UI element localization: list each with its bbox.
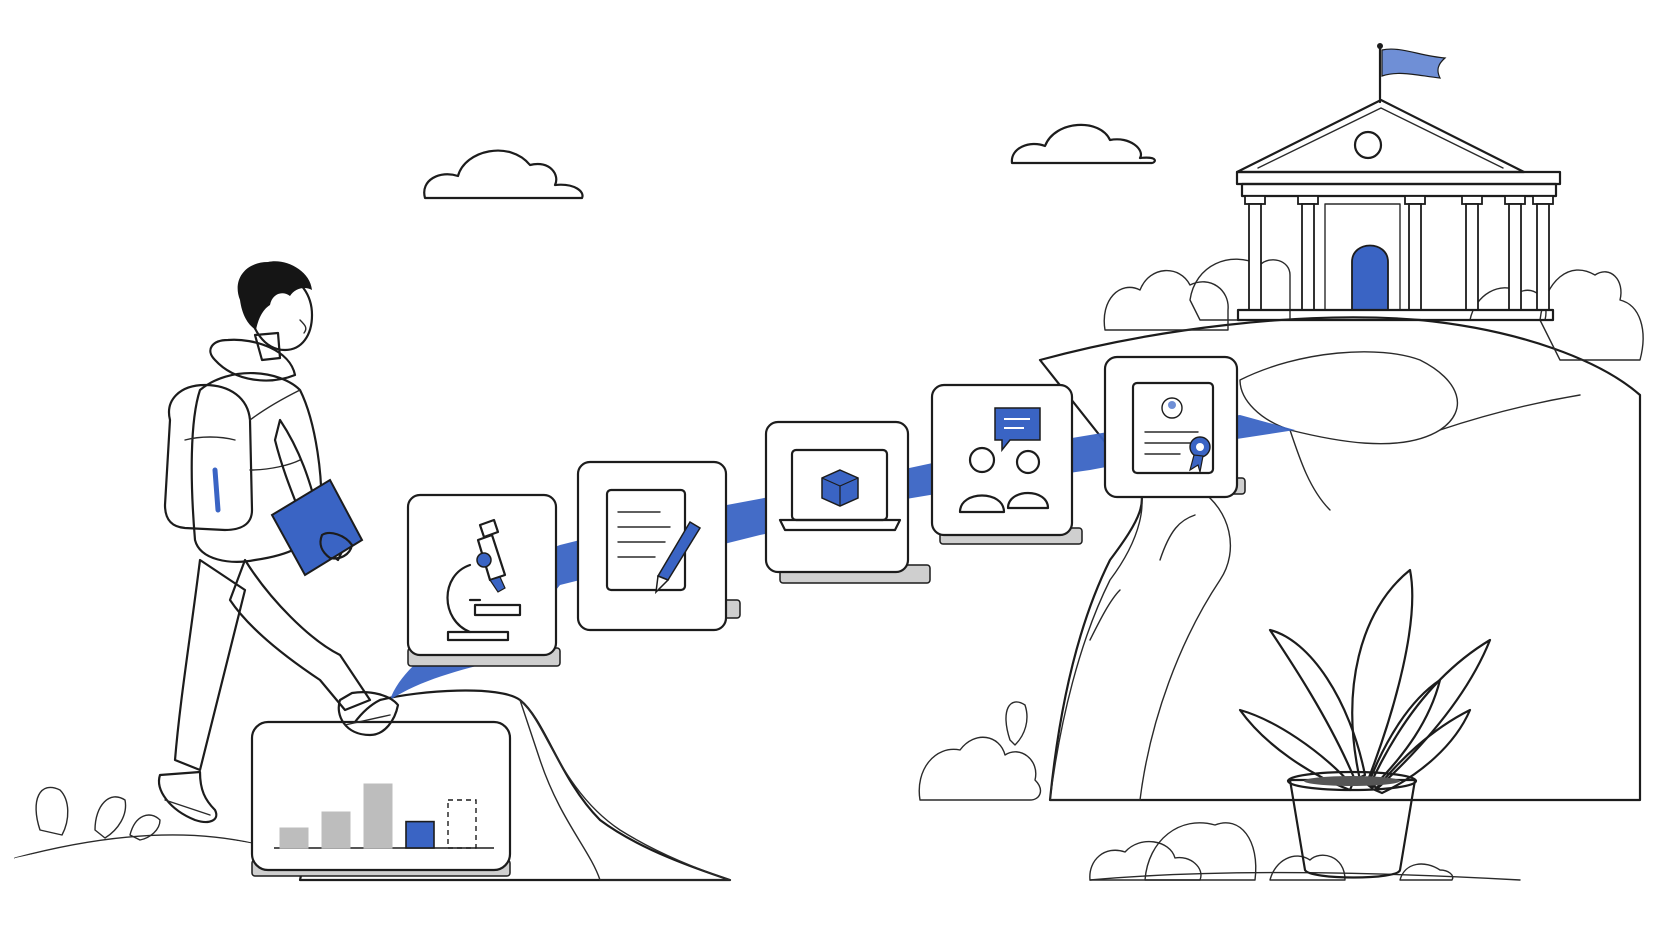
ground-left [14,786,261,880]
bar-chart-bar [447,799,477,849]
bar-chart-bar [405,820,435,849]
hair [237,261,312,330]
step-tile-certificate [1103,355,1246,499]
step-tile-people [930,383,1083,545]
bar-chart-bar [279,827,309,849]
step-tile-bar-chart [250,720,512,877]
university-building [1235,43,1562,322]
step-tile-document [576,460,741,632]
certificate-icon [1131,381,1215,475]
flag-icon [1381,48,1447,79]
bar-chart-bar [321,811,351,849]
step-tile-laptop [764,420,931,584]
cloud-right [1010,123,1156,165]
cloud-left [423,149,584,200]
book [270,478,364,577]
laptop-cube-icon [778,448,902,532]
document-pen-icon [605,488,702,595]
people-discussion-icon [958,407,1050,514]
bar-chart-bar [363,783,393,849]
right-hill [918,316,1642,802]
microscope-icon [446,518,522,642]
student-figure [157,261,400,824]
step-tile-microscope [406,493,561,667]
potted-plant [1089,568,1521,881]
bar-chart-icon [274,783,494,849]
door [1351,244,1389,311]
